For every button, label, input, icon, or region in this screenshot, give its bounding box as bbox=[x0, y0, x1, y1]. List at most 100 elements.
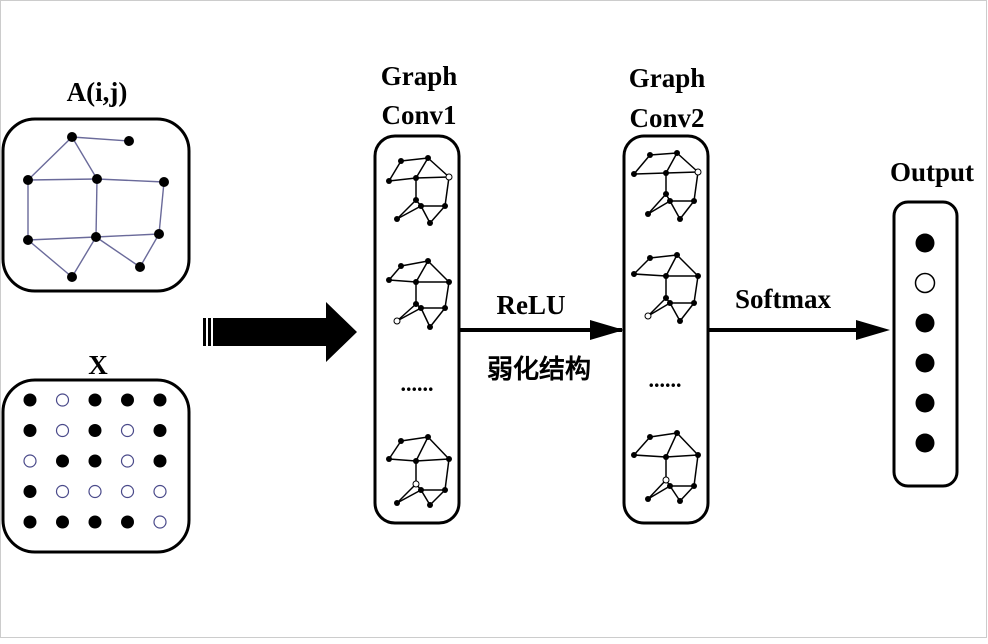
mini-graph-edge bbox=[647, 193, 667, 215]
mini-graph-edge bbox=[665, 432, 678, 458]
mini-graph-node bbox=[645, 496, 651, 502]
mini-graph-edge bbox=[415, 157, 429, 179]
graph-conv2-layer: Graph Conv2 ...... bbox=[622, 63, 710, 525]
mini-graph-edge bbox=[388, 160, 402, 182]
mini-graph-node bbox=[427, 220, 433, 226]
feature-cell-hollow bbox=[23, 454, 37, 468]
mini-graph-node bbox=[667, 300, 673, 306]
mini-graph-node bbox=[677, 216, 683, 222]
adjacency-panel: A(i,j) bbox=[1, 77, 191, 293]
softmax-label: Softmax bbox=[735, 284, 831, 314]
feature-cell-filled bbox=[121, 515, 134, 529]
relu-label: ReLU bbox=[497, 290, 566, 320]
mini-graph-edge bbox=[420, 307, 431, 328]
relu-sublabel: 弱化结构 bbox=[487, 355, 591, 385]
feature-cell-filled bbox=[23, 393, 37, 407]
mini-graph-node bbox=[645, 211, 651, 217]
graph-conv2-graphs bbox=[631, 150, 702, 504]
mini-graph-edge bbox=[676, 432, 699, 456]
feature-cell-hollow bbox=[55, 423, 70, 438]
mini-graph-node bbox=[631, 452, 637, 458]
adjacency-edge bbox=[27, 239, 73, 278]
mini-graph-node bbox=[413, 458, 419, 464]
output-node-filled bbox=[915, 233, 935, 253]
mini-graph-edge bbox=[427, 436, 450, 460]
feature-matrix-panel: X bbox=[1, 350, 191, 554]
feature-cell-filled bbox=[153, 393, 167, 407]
graph-conv1-layer: Graph Conv1 ...... bbox=[373, 61, 461, 525]
graph-conv2-title-line1: Graph bbox=[629, 63, 706, 93]
mini-graph-node bbox=[691, 483, 697, 489]
mini-graph-edge bbox=[429, 205, 446, 224]
mini-graph bbox=[386, 258, 452, 330]
adjacency-node bbox=[67, 272, 77, 282]
mini-graph-node bbox=[398, 263, 404, 269]
mini-graph-edge bbox=[665, 171, 699, 174]
mini-graph-edge bbox=[400, 260, 429, 267]
adjacency-node bbox=[159, 177, 169, 187]
mini-graph-node bbox=[691, 198, 697, 204]
adjacency-edge bbox=[27, 236, 97, 241]
mini-graph-node bbox=[674, 150, 680, 156]
feature-cell-hollow bbox=[120, 484, 135, 499]
mini-graph bbox=[386, 434, 452, 508]
mini-graph-edge bbox=[633, 172, 667, 175]
feature-cell-filled bbox=[88, 424, 102, 437]
mini-graph bbox=[631, 150, 702, 222]
mini-graph-edge bbox=[679, 485, 695, 502]
adjacency-node bbox=[23, 235, 33, 245]
mini-graph-node bbox=[677, 498, 683, 504]
mini-graph-edge bbox=[415, 260, 429, 283]
feature-cell-filled bbox=[88, 515, 102, 529]
adjacency-node bbox=[67, 132, 77, 142]
mini-graph-edge bbox=[420, 205, 431, 224]
mini-graph-node bbox=[667, 483, 673, 489]
mini-graph-edge bbox=[388, 279, 417, 283]
mini-graph-node-hollow bbox=[694, 168, 702, 176]
feature-matrix-label: X bbox=[88, 350, 108, 380]
mini-graph-node bbox=[413, 197, 419, 203]
feature-cell-filled bbox=[88, 454, 102, 468]
mini-graph-node bbox=[663, 170, 669, 176]
mini-graph-node bbox=[425, 155, 431, 161]
mini-graph-edge bbox=[647, 302, 671, 317]
mini-graph-node bbox=[663, 295, 669, 301]
feature-cell-filled bbox=[121, 393, 134, 407]
mini-graph-edge bbox=[396, 307, 422, 322]
adjacency-edge bbox=[71, 136, 130, 142]
mini-graph-node bbox=[427, 502, 433, 508]
relu-connection: ReLU 弱化结构 bbox=[459, 290, 624, 385]
mini-graph-node bbox=[647, 255, 653, 261]
feature-matrix-nodes bbox=[23, 393, 167, 529]
output-node-filled bbox=[915, 313, 935, 333]
mini-graph-edge bbox=[647, 297, 667, 317]
mini-graph-edge bbox=[665, 254, 678, 277]
mini-graph-edge bbox=[396, 205, 422, 220]
mini-graph-node bbox=[674, 252, 680, 258]
mini-graph-edge bbox=[388, 458, 417, 462]
graph-conv1-graphs bbox=[386, 155, 453, 508]
adjacency-node bbox=[135, 262, 145, 272]
mini-graph-edge bbox=[444, 458, 450, 491]
mini-graph-edge bbox=[388, 440, 402, 460]
mini-graph-node bbox=[695, 452, 701, 458]
mini-graph-node bbox=[413, 175, 419, 181]
output-node-filled bbox=[915, 393, 935, 413]
mini-graph-edge bbox=[396, 483, 417, 504]
mini-graph-node bbox=[394, 500, 400, 506]
mini-graph-edge bbox=[444, 281, 450, 309]
mini-graph-node bbox=[386, 178, 392, 184]
mini-graph bbox=[631, 252, 701, 324]
adjacency-edge bbox=[96, 178, 165, 183]
mini-graph-edge bbox=[647, 200, 671, 215]
mini-graph-edge bbox=[649, 152, 678, 156]
mini-graph-node bbox=[442, 305, 448, 311]
mini-graph-edge bbox=[388, 265, 402, 281]
mini-graph-node bbox=[386, 277, 392, 283]
adjacency-node bbox=[154, 229, 164, 239]
mini-graph-edge bbox=[429, 307, 446, 328]
adjacency-edge bbox=[158, 181, 165, 235]
mini-graph-node bbox=[631, 171, 637, 177]
mini-graph-node-hollow bbox=[393, 317, 401, 325]
